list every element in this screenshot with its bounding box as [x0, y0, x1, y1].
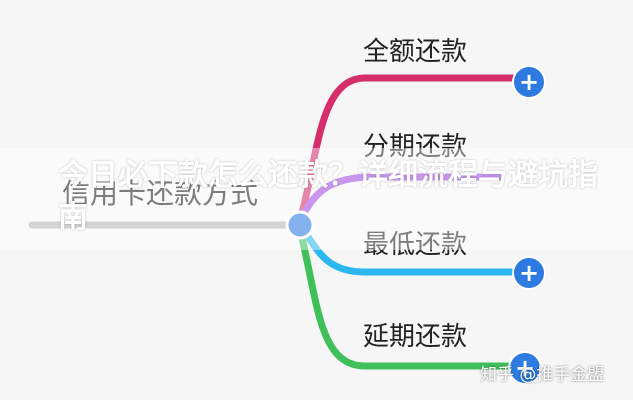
overlay-title: 今日必下款怎么还款？详细流程与避坑指南 — [58, 158, 598, 235]
expand-node-button-3[interactable]: + — [514, 258, 544, 288]
branch-connector-4 — [296, 226, 514, 370]
title-overlay-band — [0, 148, 633, 250]
root-node-label: 信用卡还款方式 — [62, 177, 259, 210]
watermark: 知乎 @推手金盟 — [480, 365, 605, 385]
branch-label-installment: 分期还款 — [363, 132, 468, 162]
branch-label-deferred-repayment: 延期还款 — [363, 322, 468, 352]
expand-node-button-4[interactable]: + — [510, 353, 540, 383]
branch-label-full-repayment: 全额还款 — [363, 37, 468, 67]
branch-connector-1 — [296, 74, 518, 224]
expand-node-button-1[interactable]: + — [514, 67, 544, 97]
root-node-dot — [285, 210, 315, 240]
branch-label-minimum-repayment: 最低还款 — [363, 230, 468, 260]
